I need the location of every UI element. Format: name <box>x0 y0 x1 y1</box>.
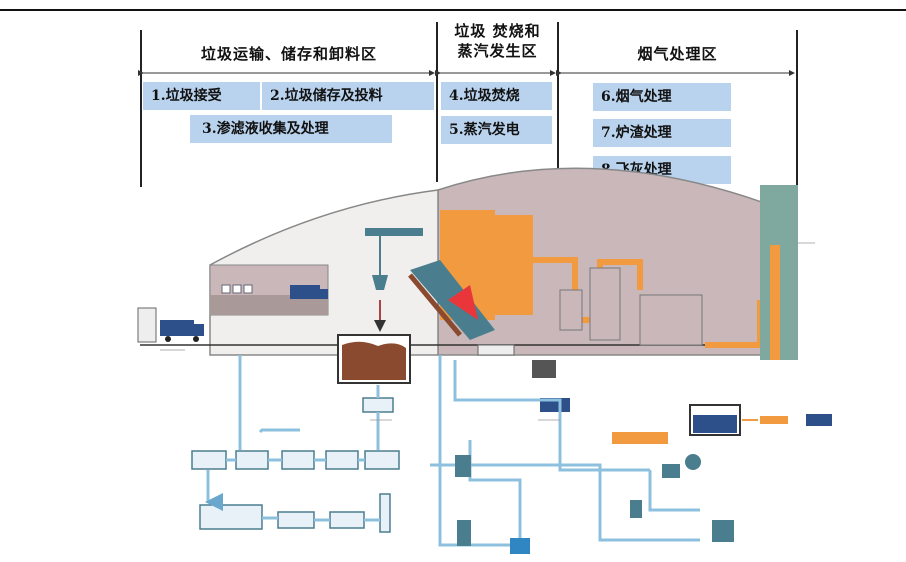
steam-power-cycle <box>430 355 734 554</box>
fly-ash-handling <box>690 405 832 435</box>
chimney-stack <box>760 185 798 360</box>
storage-windows-icon <box>222 285 252 293</box>
garbage-pit <box>338 335 410 383</box>
garbage-truck-icon <box>138 308 204 342</box>
slag-pit <box>532 360 570 412</box>
